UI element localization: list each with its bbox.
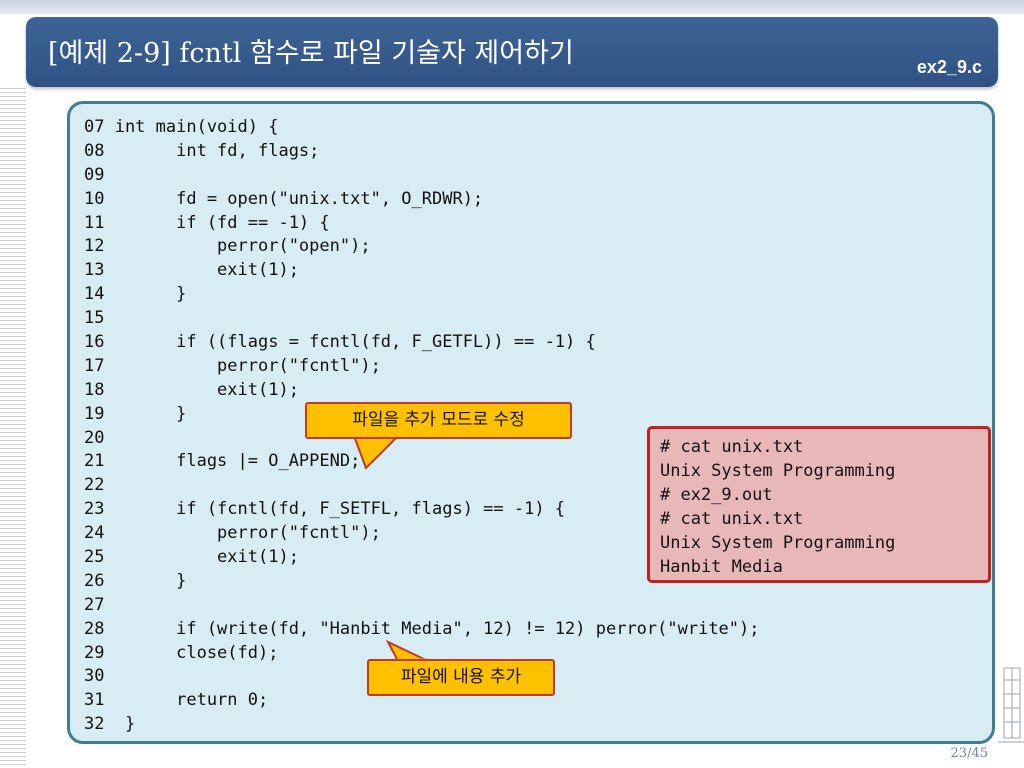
output-line: # cat unix.txt [660, 437, 804, 457]
code-line: 17 perror("fcntl"); [84, 355, 381, 376]
code-line: 21 flags |= O_APPEND; [84, 451, 361, 472]
code-line: 08 int fd, flags; [84, 140, 320, 161]
code-line: 12 perror("open"); [84, 236, 371, 257]
code-line: 16 if ((flags = fcntl(fd, F_GETFL)) == -… [84, 332, 596, 353]
output-line: # ex2_9.out [660, 485, 773, 505]
code-line: 25 exit(1); [84, 547, 299, 568]
output-line: Unix System Programming [660, 533, 896, 553]
output-line: # cat unix.txt [660, 509, 804, 529]
code-line: 27 [84, 594, 105, 615]
side-stripe-decoration [0, 88, 26, 768]
code-panel: 07 int main(void) { 08 int fd, flags; 09 10… [67, 101, 995, 744]
code-line: 20 [84, 427, 105, 448]
code-line: 10 fd = open("unix.txt", O_RDWR); [84, 188, 484, 209]
code-line: 23 if (fcntl(fd, F_SETFL, flags) == -1) … [84, 499, 566, 520]
code-line: 11 if (fd == -1) { [84, 212, 330, 233]
code-line: 29 close(fd); [84, 642, 279, 663]
title-bar: [예제 2-9] fcntl 함수로 파일 기술자 제어하기 ex2_9.c [26, 17, 998, 87]
callout-append-content: 파일에 내용 추가 [367, 659, 555, 696]
slide-title: [예제 2-9] fcntl 함수로 파일 기술자 제어하기 [48, 38, 574, 69]
code-line: 14 } [84, 284, 187, 305]
callout-text: 파일을 추가 모드로 수정 [352, 410, 525, 430]
callout-text: 파일에 내용 추가 [400, 667, 522, 687]
top-band [0, 0, 1024, 14]
code-listing: 07 int main(void) { 08 int fd, flags; 09 10… [84, 116, 760, 737]
code-line: 13 exit(1); [84, 260, 299, 281]
code-line: 31 return 0; [84, 690, 269, 711]
callout-pointer [352, 435, 401, 470]
code-line: 07 int main(void) { [84, 117, 279, 137]
code-line: 09 [84, 164, 105, 185]
file-name-label: ex2_9.c [916, 57, 982, 77]
code-line: 18 exit(1); [84, 379, 299, 400]
code-line: 26 } [84, 570, 187, 591]
code-line: 28 if (write(fd, "Hanbit Media", 12) != … [84, 618, 760, 639]
output-line: Unix System Programming [660, 461, 896, 481]
code-line: 22 [84, 475, 105, 496]
code-line: 32 } [84, 714, 136, 735]
output-line: Hanbit Media [660, 557, 783, 577]
callout-append-mode: 파일을 추가 모드로 수정 [305, 402, 572, 439]
code-line: 19 } [84, 403, 187, 424]
page-number: 23/45 [950, 746, 988, 761]
code-line: 24 perror("fcntl"); [84, 523, 381, 544]
code-line: 15 [84, 308, 105, 329]
corner-sketch-decoration [998, 667, 1024, 743]
code-line: 30 [84, 666, 105, 687]
